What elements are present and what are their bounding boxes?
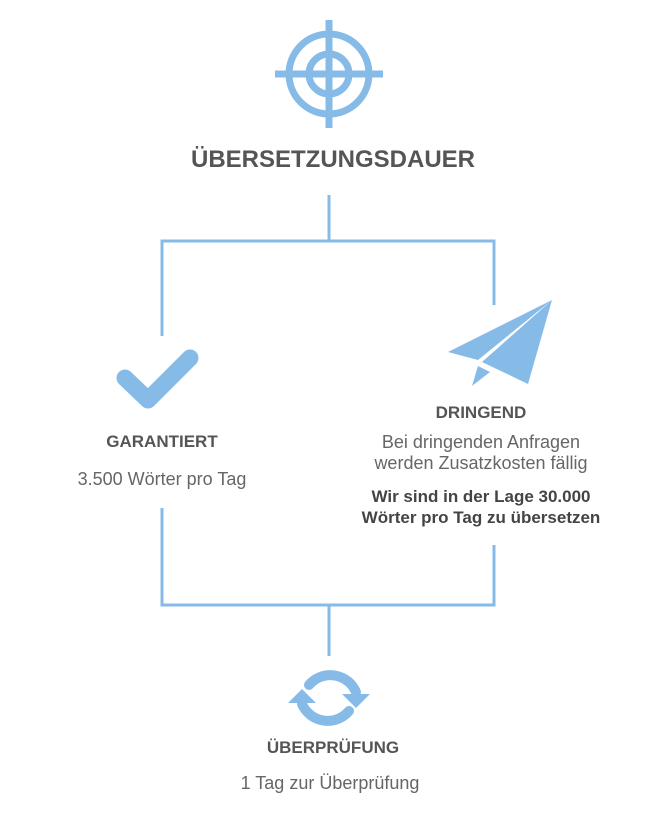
refresh-icon	[297, 670, 361, 726]
bottom-text: 1 Tag zur Überprüfung	[240, 773, 420, 793]
page-title: ÜBERSETZUNGSDAUER	[190, 146, 475, 173]
right-text-line1: Bei dringenden Anfragen	[381, 432, 581, 452]
right-text-line2: werden Zusatzkosten fällig	[374, 453, 588, 473]
left-heading: GARANTIERT	[106, 432, 218, 451]
left-text: 3.500 Wörter pro Tag	[77, 469, 247, 489]
right-bold-line1: Wir sind in der Lage 30.000	[371, 487, 591, 506]
target-icon	[275, 20, 383, 128]
bottom-heading: ÜBERPRÜFUNG	[266, 738, 400, 757]
right-heading: DRINGEND	[435, 403, 527, 422]
paper-plane-icon	[448, 300, 552, 386]
right-bold-line2: Wörter pro Tag zu übersetzen	[361, 508, 601, 527]
refresh-arrowheads	[288, 689, 370, 708]
check-icon	[116, 349, 199, 409]
connector-lines	[160, 195, 496, 656]
